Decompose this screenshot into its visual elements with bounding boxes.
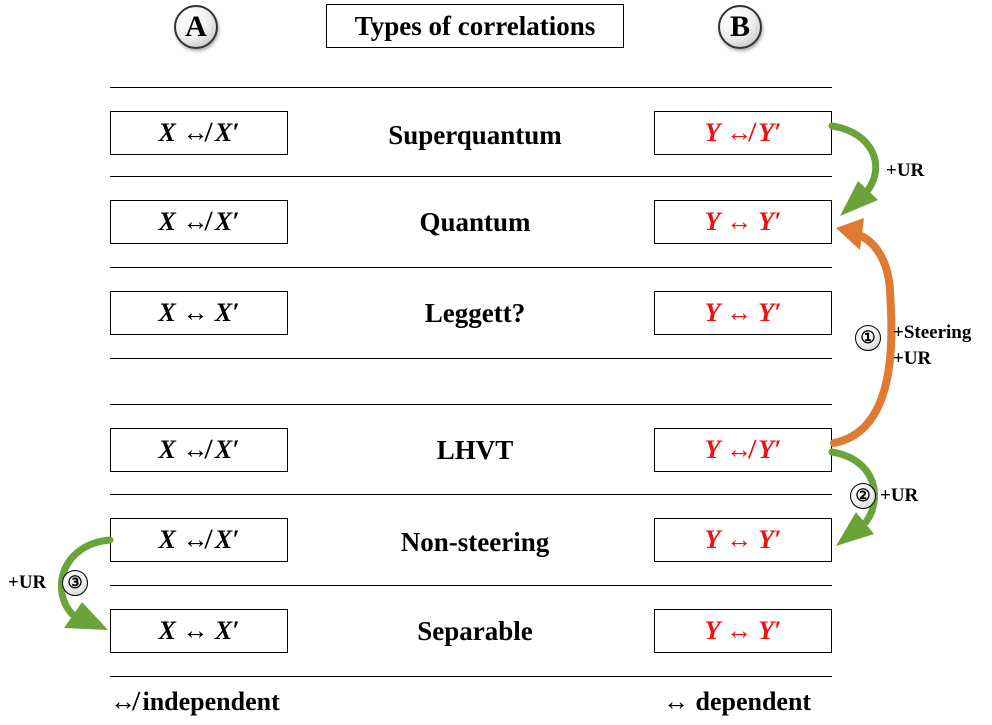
row-name-lhvt: LHVT [436, 435, 514, 465]
party-b-relation-box: Y ↮ Y′ [654, 111, 832, 155]
arrowhead [64, 602, 108, 630]
row-name-separable: Separable [417, 616, 533, 646]
separator-line [110, 267, 832, 268]
separator-line [110, 585, 832, 586]
step-3-circle: ③ [62, 570, 88, 596]
label-a-circle: A [174, 5, 218, 49]
party-b-relation-box: Y ↔ Y′ [654, 518, 832, 562]
legend-independent: ↮ independent [110, 687, 280, 716]
party-a-relation-box: X ↮ X′ [110, 111, 288, 155]
party-b-relation-box: Y ↔ Y′ [654, 291, 832, 335]
label-b-circle: B [718, 5, 762, 49]
arrowhead [836, 512, 874, 546]
party-b-relation-box: Y ↔ Y′ [654, 609, 832, 653]
row-name-leggett: Leggett? [424, 298, 526, 328]
party-b-relation-box: Y ↔ Y′ [654, 200, 832, 244]
separator-line [110, 676, 832, 677]
row-name-non-steering: Non-steering [400, 527, 550, 557]
separator-line [110, 176, 832, 177]
arrow-label-ur: +UR [8, 572, 47, 593]
arrow-label-ur: +UR [886, 160, 925, 181]
party-a-relation-box: X ↮ X′ [110, 428, 288, 472]
party-a-relation-box: X ↮ X′ [110, 200, 288, 244]
row-name-quantum: Quantum [419, 207, 531, 237]
separator-line [110, 358, 832, 359]
step-1-circle: ① [855, 325, 881, 351]
step-2-circle: ② [850, 483, 876, 509]
legend-dependent: ↔ dependent [663, 687, 812, 716]
separator-line [110, 87, 832, 88]
separator-line [110, 404, 832, 405]
arrow-label-ur: +UR [893, 348, 932, 369]
arrowhead [840, 181, 878, 216]
separator-line [110, 494, 832, 495]
party-b-relation-box: Y ↮ Y′ [654, 428, 832, 472]
arrow-label-steering: +Steering [893, 322, 972, 343]
arrow-label-ur: +UR [880, 485, 919, 506]
party-a-relation-box: X ↮ X′ [110, 518, 288, 562]
diagram-title: Types of correlations [326, 4, 624, 48]
row-name-superquantum: Superquantum [388, 120, 562, 150]
arrow-superquantum-to-quantum [828, 122, 880, 194]
party-a-relation-box: X ↔ X′ [110, 609, 288, 653]
party-a-relation-box: X ↔ X′ [110, 291, 288, 335]
arrowhead [836, 218, 864, 250]
